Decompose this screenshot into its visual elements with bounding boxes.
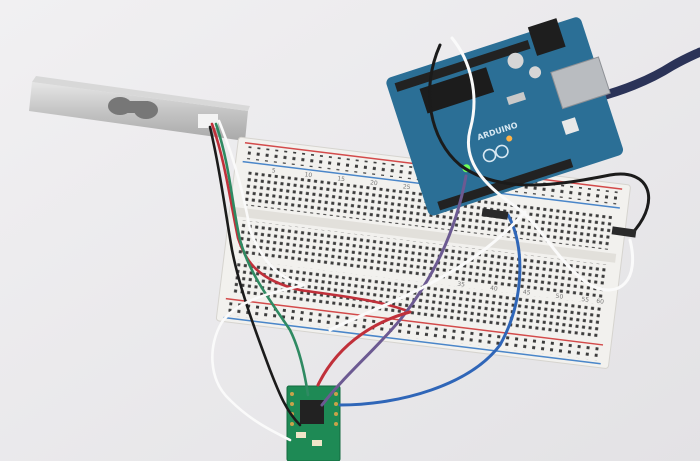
hx711-module (286, 385, 341, 461)
reset-button (561, 117, 580, 135)
column-number: 10 (304, 171, 313, 179)
wire-red (210, 122, 412, 314)
column-number: 5 (271, 167, 276, 174)
capacitor (507, 52, 524, 69)
column-number: 25 (402, 183, 411, 191)
wire-black (208, 125, 302, 427)
status-led (506, 135, 513, 142)
wire-green (214, 122, 310, 397)
microcontroller-chip (419, 67, 495, 114)
wire-black-arduino (428, 43, 651, 232)
crystal (506, 91, 527, 106)
column-number: 20 (370, 179, 379, 187)
column-number: 15 (337, 175, 346, 183)
column-number: 50 (555, 293, 564, 301)
jumper-header (481, 208, 509, 220)
column-number: 55 (581, 296, 590, 304)
header-pins (394, 40, 531, 92)
column-number: 35 (457, 281, 466, 289)
wire-blue (338, 213, 522, 407)
usb-cable (590, 47, 700, 103)
wire-white-jumper (328, 210, 527, 332)
usb-jack (550, 56, 611, 110)
column-number: 40 (490, 285, 499, 293)
jumper-header (611, 226, 637, 238)
capacitor (529, 66, 542, 79)
wire-white-arduino (450, 36, 635, 292)
column-number: 45 (522, 289, 531, 297)
wire-red-jumper (316, 310, 412, 387)
wire-purple (320, 174, 468, 407)
power-jack (527, 18, 566, 56)
column-number: 60 (596, 298, 605, 306)
wire-white (211, 119, 306, 442)
